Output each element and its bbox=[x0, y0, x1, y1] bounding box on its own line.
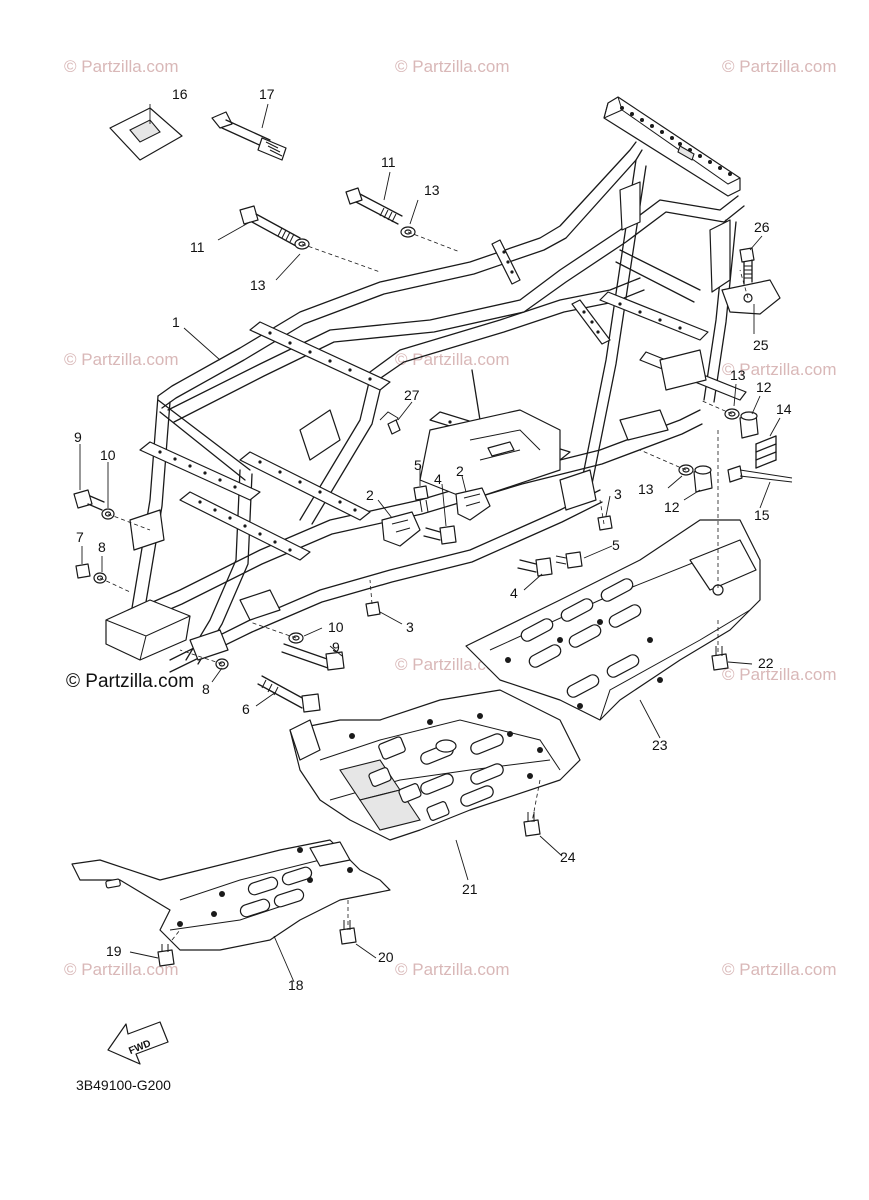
callout-label: 23 bbox=[652, 737, 668, 753]
callout-label: 3 bbox=[406, 619, 414, 635]
diagram-code: 3B49100-G200 bbox=[76, 1077, 171, 1093]
callout-label: 5 bbox=[612, 537, 620, 553]
callout-label: 4 bbox=[510, 585, 518, 601]
callout-label: 10 bbox=[100, 447, 116, 463]
callout-label: 2 bbox=[366, 487, 374, 503]
callout-label: 12 bbox=[664, 499, 680, 515]
callout-label: 11 bbox=[381, 154, 396, 170]
callout-label: 20 bbox=[378, 949, 394, 965]
small-parts bbox=[73, 107, 793, 713]
callout-label: 18 bbox=[288, 977, 304, 993]
callout-label: 11 bbox=[190, 239, 205, 255]
watermark: © Partzilla.com bbox=[64, 960, 179, 979]
watermark: © Partzilla.com bbox=[395, 960, 510, 979]
callout-label: 16 bbox=[172, 86, 188, 102]
callout-label: 9 bbox=[74, 429, 82, 445]
callout-label: 24 bbox=[560, 849, 576, 865]
watermark: © Partzilla.com bbox=[722, 57, 837, 76]
callout-label: 8 bbox=[98, 539, 106, 555]
callout-label: 4 bbox=[434, 471, 442, 487]
skid-plates bbox=[71, 519, 761, 967]
callout-label: 13 bbox=[730, 367, 746, 383]
callout-label: 8 bbox=[202, 681, 210, 697]
partzilla-logo: © Partzilla.com bbox=[66, 671, 194, 692]
callout-label: 9 bbox=[332, 639, 340, 655]
callout-label: 26 bbox=[754, 219, 770, 235]
callout-label: 13 bbox=[638, 481, 654, 497]
callout-label: 25 bbox=[753, 337, 769, 353]
callout-label: 2 bbox=[456, 463, 464, 479]
callout-label: 13 bbox=[424, 182, 440, 198]
callout-label: 27 bbox=[404, 387, 420, 403]
assembly-lines bbox=[99, 231, 749, 941]
callout-label: 19 bbox=[106, 943, 122, 959]
callout-label: 10 bbox=[328, 619, 344, 635]
callout-label: 6 bbox=[242, 701, 250, 717]
callout-label: 15 bbox=[754, 507, 770, 523]
fwd-arrow-icon: FWD bbox=[107, 1021, 169, 1065]
watermark: © Partzilla.com bbox=[722, 665, 837, 684]
watermark: © Partzilla.com bbox=[722, 960, 837, 979]
callout-label: 12 bbox=[756, 379, 772, 395]
watermark: © Partzilla.com bbox=[395, 57, 510, 76]
callout-label: 14 bbox=[776, 401, 792, 417]
watermark: © Partzilla.com bbox=[64, 350, 179, 369]
callout-label: 1 bbox=[172, 314, 180, 330]
leader-lines bbox=[79, 103, 781, 983]
watermark: © Partzilla.com bbox=[64, 57, 179, 76]
callouts: 16 17 11 13 11 13 1 26 25 13 12 14 13 12… bbox=[74, 86, 792, 993]
callout-label: 22 bbox=[758, 655, 774, 671]
watermark: © Partzilla.com bbox=[395, 350, 510, 369]
callout-label: 21 bbox=[462, 881, 478, 897]
callout-label: 17 bbox=[259, 86, 275, 102]
watermark: © Partzilla.com bbox=[722, 360, 837, 379]
main-frame bbox=[105, 96, 747, 673]
callout-label: 5 bbox=[414, 457, 422, 473]
callout-label: 3 bbox=[614, 486, 622, 502]
callout-label: 13 bbox=[250, 277, 266, 293]
watermarks: © Partzilla.com © Partzilla.com © Partzi… bbox=[64, 57, 837, 979]
callout-label: 7 bbox=[76, 529, 84, 545]
